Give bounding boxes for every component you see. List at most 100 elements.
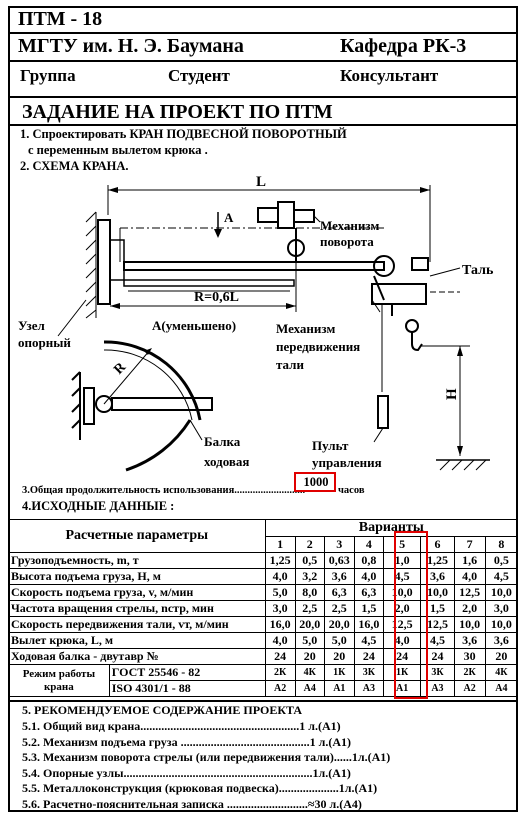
mode-label-line: Режим работы [22,667,96,680]
param-value: 3,6 [420,568,455,585]
boom-beam [123,261,385,271]
task-item-1-cont: с переменным вылетом крюка . [28,143,208,157]
param-value: 16,0 [264,616,296,633]
param-value: 0,63 [323,552,355,569]
param-value: 10,0 [484,584,519,601]
task-item-1: 1. Спроектировать КРАН ПОДВЕСНОЙ ПОВОРОТ… [20,127,347,141]
hoist-label: Таль [462,263,494,278]
mode-value: А2 [264,680,296,697]
divider [8,32,518,34]
radius-R-label: R [111,359,129,377]
param-value: 5,0 [323,632,355,649]
mech-rotation-label-2: поворота [320,234,374,249]
variant-number: 1 [264,536,296,553]
param-label: Скорость подъема груза, v, м/мин [8,584,266,601]
param-value: 8,0 [294,584,325,601]
recommendation-item: 5.5. Металлоконструкция (крюковая подвес… [22,781,378,795]
document-frame [8,6,518,812]
recommendations-title: 5. РЕКОМЕНДУЕМОЕ СОДЕРЖАНИЕ ПРОЕКТА [22,703,303,717]
param-value: 20,0 [294,616,325,633]
rotation-mechanism [257,201,315,262]
view-A-drawing [71,340,213,472]
param-value: 20 [294,648,325,665]
param-value: 24 [420,648,455,665]
pendant-label-1: Пульт [312,438,349,453]
param-value: 3,2 [294,568,325,585]
department-name: Кафедра РК-3 [340,35,467,57]
param-label: Частота вращения стрелы, nстр, мин [8,600,266,617]
param-value: 30 [453,648,486,665]
recommendation-item: 5.6. Расчетно-пояснительная записка ....… [22,796,362,811]
mech-travel-label-3: тали [276,357,304,372]
crane-scheme: L A Механизм поворота R=0,6L Таль Механи… [18,174,494,472]
table-header-row: Расчетные параметры Варианты [8,519,519,553]
mode-value: 3К [353,664,384,681]
param-value: 1,25 [264,552,296,569]
variant-number: 8 [484,536,519,553]
beam-label-1: Балка [204,434,241,449]
variants-header: Варианты [264,519,519,537]
control-pendant [377,395,389,429]
recommendation-item: 5.4. Опорные узлы.......................… [22,765,351,780]
mech-rotation-label-1: Механизм [320,218,379,233]
param-value: 4,0 [453,568,486,585]
param-label: Вылет крюка, L, м [8,632,266,649]
param-value: 10,0 [484,616,519,633]
param-value: 4,0 [382,632,422,649]
university-name: МГТУ им. Н. Э. Баумана [18,35,244,57]
view-A-reduced-label: A(уменьшено) [152,318,236,333]
support-label-1: Узел [18,318,45,333]
param-value: 1,5 [353,600,384,617]
recommendation-item: 5.3. Механизм поворота стрелы (или перед… [22,750,391,764]
param-value: 0,5 [484,552,519,569]
param-value: 6,3 [323,584,355,601]
variant-number: 4 [353,536,384,553]
mode-value: 2К [264,664,296,681]
param-value: 4,5 [484,568,519,585]
mode-value: А1 [382,680,422,697]
pendant-label-2: управления [312,455,382,470]
usage-value: 1000 [303,475,329,489]
param-value: 24 [353,648,384,665]
param-value: 20 [323,648,355,665]
divider [8,96,518,98]
param-value: 3,6 [484,632,519,649]
param-value: 24 [264,648,296,665]
param-value: 3,0 [264,600,296,617]
param-value: 6,3 [353,584,384,601]
mech-travel-label-1: Механизм [276,321,335,336]
mode-value: А3 [420,680,455,697]
param-label: Ходовая балка - двутавр № [8,648,266,665]
standard-label: ГОСТ 25546 - 82 [108,664,266,681]
variant-number: 2 [294,536,325,553]
param-value: 1,5 [420,600,455,617]
param-value: 0,5 [294,552,325,569]
radius-label: R=0,6L [194,290,239,305]
param-label: Грузоподъемность, m, т [8,552,266,569]
param-value: 10,0 [453,616,486,633]
param-value: 20,0 [323,616,355,633]
param-value: 5,0 [294,632,325,649]
param-value: 1,6 [453,552,486,569]
param-label: Высота подъема груза, H, м [8,568,266,585]
mech-travel-label-2: передвижения [276,339,360,354]
param-value: 3,0 [484,600,519,617]
param-value: 16,0 [353,616,384,633]
divider [8,60,518,62]
support-label-2: опорный [18,335,71,350]
standard-label: ISO 4301/1 - 88 [108,680,266,697]
mode-value: 2К [453,664,486,681]
param-value: 12,5 [453,584,486,601]
param-value: 0,8 [353,552,384,569]
recommendation-item: 5.1. Общий вид крана....................… [22,719,341,733]
param-value: 3,6 [453,632,486,649]
divider [8,124,518,126]
